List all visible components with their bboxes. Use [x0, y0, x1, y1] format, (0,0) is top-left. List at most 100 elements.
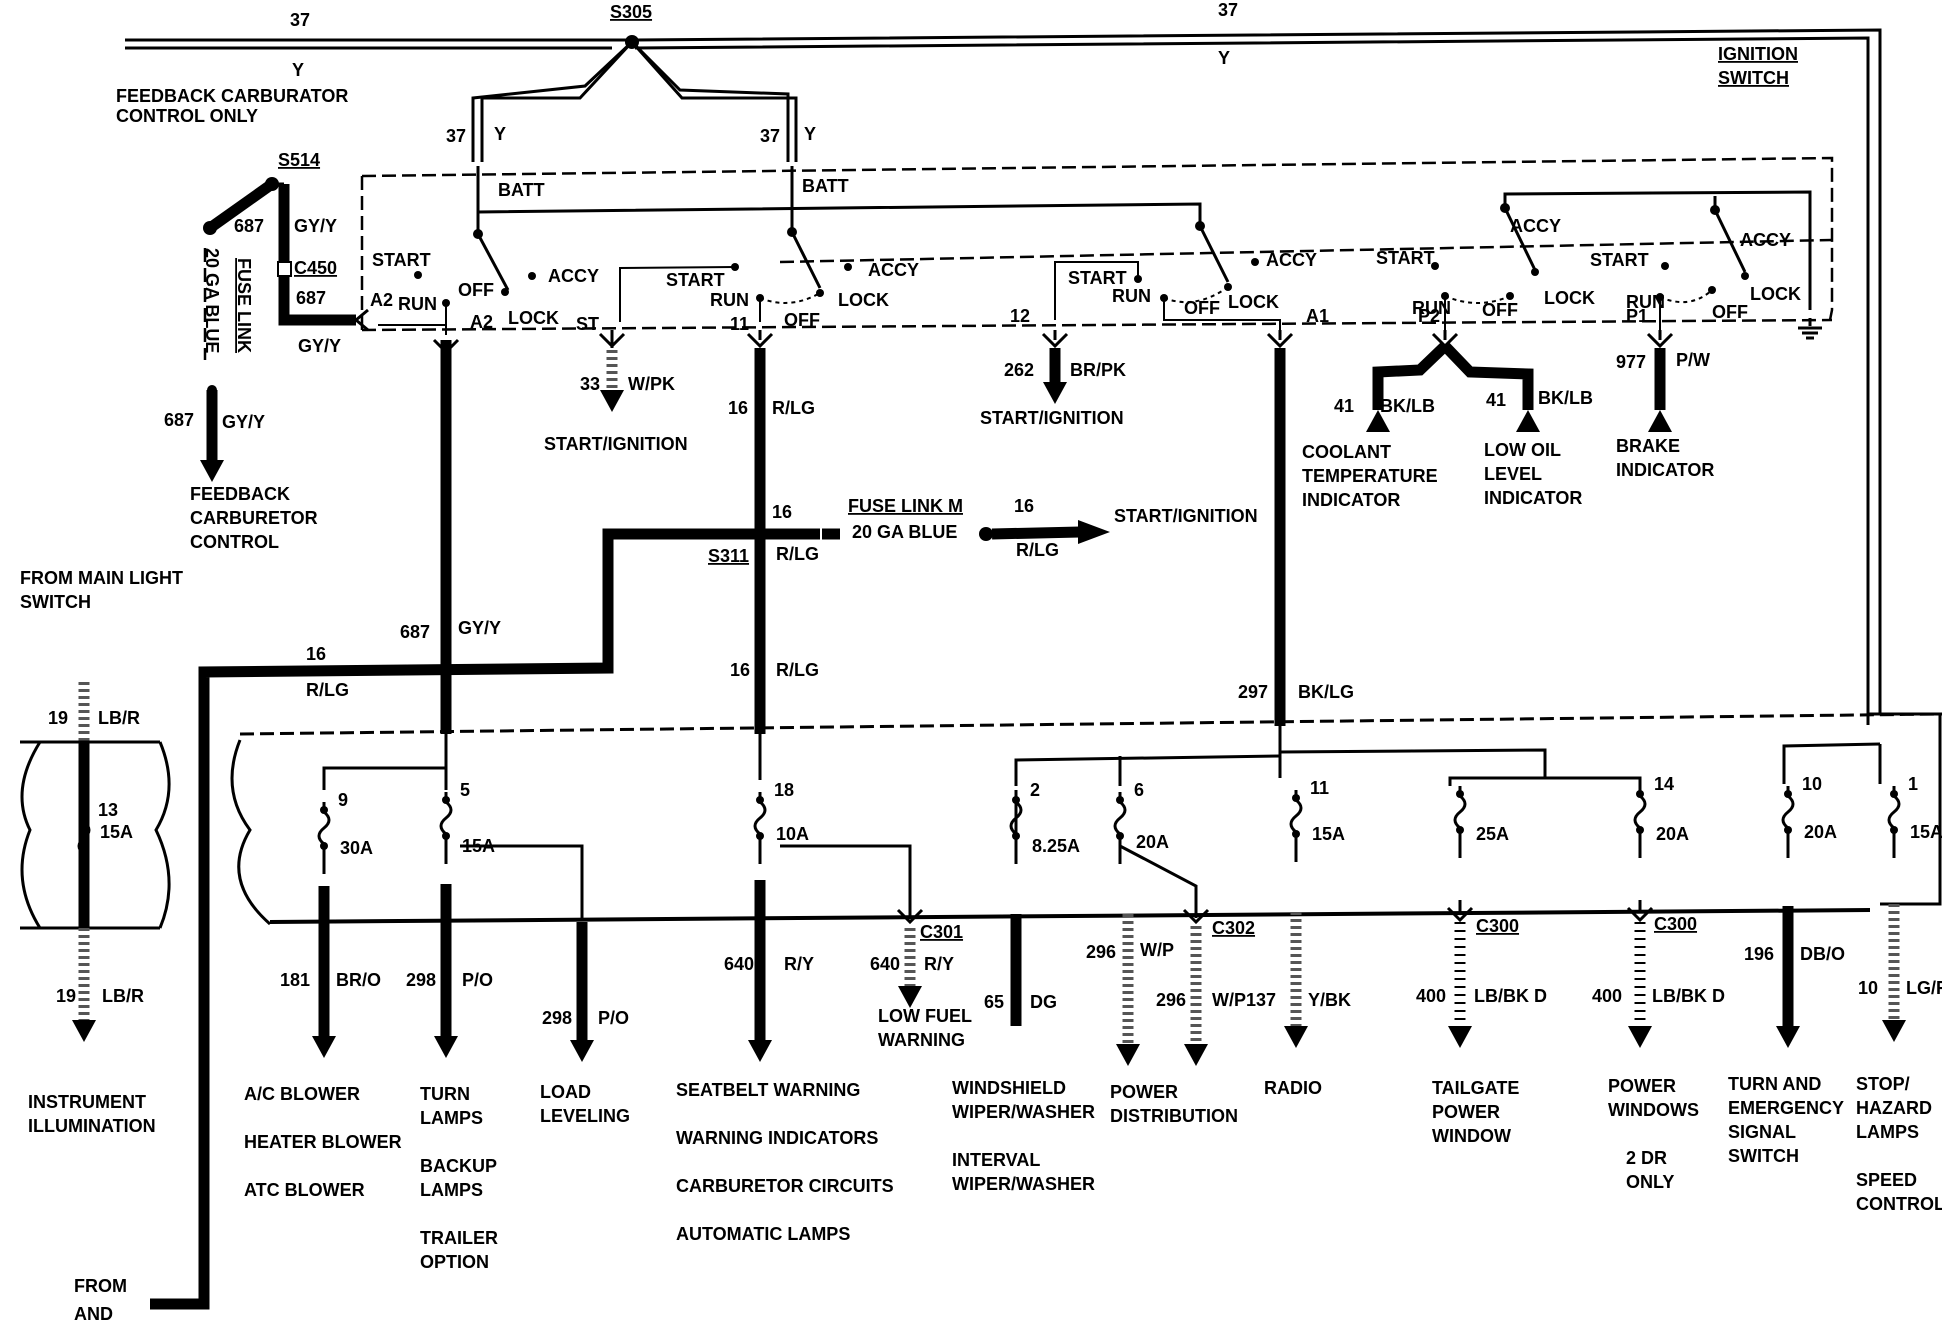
sw4-off: OFF — [1482, 300, 1518, 320]
feedback-carb-3: CONTROL — [190, 532, 279, 552]
fuse-amperage: 15A — [100, 822, 133, 842]
wire-41-a-color: BK/LB — [1380, 396, 1435, 416]
start-ignition-2: START/IGNITION — [980, 408, 1124, 428]
wire-296-b-color: W/P — [1212, 990, 1246, 1010]
feedback-note-1: FEEDBACK CARBURATOR — [116, 86, 348, 106]
wire-687-a-color: GY/Y — [294, 216, 337, 236]
wire-19-b-color: LB/R — [102, 986, 144, 1006]
automatic-lamps: AUTOMATIC LAMPS — [676, 1224, 850, 1244]
load-labels: INSTRUMENT ILLUMINATION A/C BLOWER HEATE… — [28, 1006, 1942, 1324]
sw4-lock: LOCK — [1544, 288, 1595, 308]
start-ignition-3: START/IGNITION — [1114, 506, 1258, 526]
terminal-a2-left: A2 — [370, 290, 393, 310]
terminal-p1: P1 — [1626, 306, 1648, 326]
interval-1: INTERVAL — [952, 1150, 1040, 1170]
wire-16-b: 16 — [772, 502, 792, 522]
batt-label-b: BATT — [802, 176, 849, 196]
sw5-start: START — [1590, 250, 1649, 270]
fuse-number: 2 — [1030, 780, 1040, 800]
splice-s311: S311 — [708, 546, 749, 566]
color-y-right: Y — [1218, 48, 1230, 68]
terminal-p2: P2 — [1418, 306, 1440, 326]
wire-16-d: 16 — [306, 644, 326, 664]
fuse-link-label: FUSE LINK — [234, 258, 254, 353]
wire-297-color: BK/LG — [1298, 682, 1354, 702]
power-windows-4: ONLY — [1626, 1172, 1674, 1192]
wire-19-a: 19 — [48, 708, 68, 728]
fuse-number: 1 — [1908, 774, 1918, 794]
wire-16-c-color: R/LG — [1016, 540, 1059, 560]
wire-65-color: DG — [1030, 992, 1057, 1012]
wire-640-a-color: R/Y — [784, 954, 814, 974]
wire-298-b: 298 — [542, 1008, 572, 1028]
wire-19-a-color: LB/R — [98, 708, 140, 728]
splice-s514: S514 — [278, 150, 320, 170]
power-windows-1: POWER — [1608, 1076, 1676, 1096]
turn-2: LAMPS — [420, 1108, 483, 1128]
s514-fuse-link — [200, 177, 369, 482]
sw4-start: START — [1376, 248, 1435, 268]
speed-control-2: CONTROL — [1856, 1194, 1942, 1214]
fuse-amperage: 10A — [776, 824, 809, 844]
top-feed-wires — [125, 28, 1882, 725]
oil-2: LEVEL — [1484, 464, 1542, 484]
connector-c301: C301 — [920, 922, 963, 942]
wire-400-a: 400 — [1416, 986, 1446, 1006]
wiper-2: WIPER/WASHER — [952, 1102, 1095, 1122]
wire-400-b-color: LB/BK D — [1652, 986, 1725, 1006]
low-fuel-1: LOW FUEL — [878, 1006, 972, 1026]
start-ignition-1: START/IGNITION — [544, 434, 688, 454]
wire-687-a: 687 — [234, 216, 264, 236]
wire-gyy-label: GY/Y — [298, 336, 341, 356]
fuse-amperage: 15A — [1910, 822, 1942, 842]
switch-output-wires — [150, 330, 1674, 1310]
wire-16-c: 16 — [1014, 496, 1034, 516]
connector-c450: C450 — [294, 258, 337, 278]
fuse-amperage: 20A — [1804, 822, 1837, 842]
wire-41-a: 41 — [1334, 396, 1354, 416]
wire-16-a-color: R/LG — [772, 398, 815, 418]
terminal-a2: A2 — [470, 312, 493, 332]
fuse-amperage: 30A — [340, 838, 373, 858]
fuse-unnumbered: 25A — [1453, 786, 1509, 858]
fuse-amperage: 20A — [1656, 824, 1689, 844]
load-leveling-1: LOAD — [540, 1082, 591, 1102]
sw4-run: RUN — [1412, 298, 1451, 318]
wire-298-a: 298 — [406, 970, 436, 990]
sw1-accy: ACCY — [548, 266, 599, 286]
wire-41-b-color: BK/LB — [1538, 388, 1593, 408]
wire-16-d-color: R/LG — [306, 680, 349, 700]
wire-10: 10 — [1858, 978, 1878, 998]
wire-37-right: 37 — [1218, 0, 1238, 20]
turn-switch-2: EMERGENCY — [1728, 1098, 1844, 1118]
fuse-14: 14 20A — [1633, 774, 1689, 858]
color-y-left: Y — [292, 60, 304, 80]
coolant-3: INDICATOR — [1302, 490, 1400, 510]
power-windows-3: 2 DR — [1626, 1148, 1667, 1168]
speed-control-1: SPEED — [1856, 1170, 1917, 1190]
wire-37-b-color: Y — [804, 124, 816, 144]
fuse-2: 28.25A — [1009, 780, 1080, 864]
sw5-accy: ACCY — [1740, 230, 1791, 250]
feedback-carb-1: FEEDBACK — [190, 484, 290, 504]
wire-262-color: BR/PK — [1070, 360, 1126, 380]
wire-262: 262 — [1004, 360, 1034, 380]
fuse-number: 5 — [460, 780, 470, 800]
terminal-a1: A1 — [1306, 306, 1329, 326]
ignition-title-1: IGNITION — [1718, 44, 1798, 64]
main-light-switch-2: SWITCH — [20, 592, 91, 612]
feedback-carb-2: CARBURETOR — [190, 508, 318, 528]
wire-33-color: W/PK — [628, 374, 675, 394]
sw2-off: OFF — [784, 310, 820, 330]
sw2-accy: ACCY — [868, 260, 919, 280]
fuse-link-m-gauge: 20 GA BLUE — [852, 522, 957, 542]
fuse-number: 13 — [98, 800, 118, 820]
wire-400-a-color: LB/BK D — [1474, 986, 1547, 1006]
fuse-number: 14 — [1654, 774, 1674, 794]
trailer-1: TRAILER — [420, 1228, 498, 1248]
power-windows-2: WINDOWS — [1608, 1100, 1699, 1120]
